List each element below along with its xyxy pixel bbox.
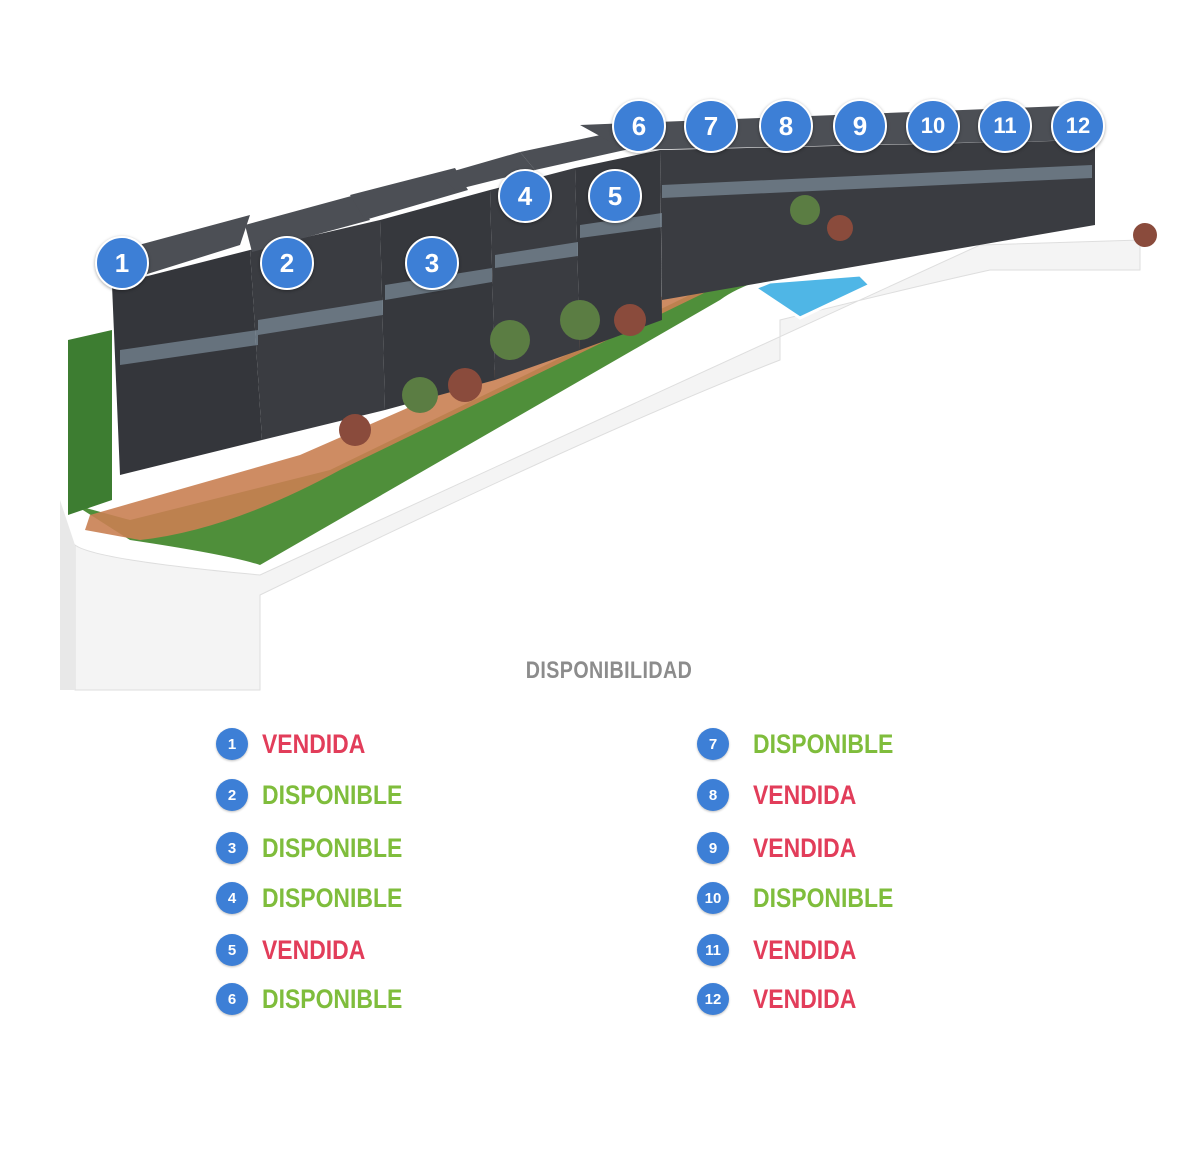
status-label: VENDIDA (753, 779, 857, 810)
unit-badge-1[interactable]: 1 (95, 236, 149, 290)
unit-number-icon: 1 (216, 728, 248, 760)
legend-row-6: 6 DISPONIBLE (216, 981, 427, 1017)
unit-number-icon: 7 (697, 728, 729, 760)
status-label: VENDIDA (262, 728, 366, 759)
legend-row-9: 9 VENDIDA (697, 830, 875, 866)
unit-badge-2[interactable]: 2 (260, 236, 314, 290)
unit-number-icon: 11 (697, 934, 729, 966)
status-label: VENDIDA (753, 983, 857, 1014)
unit-badge-12[interactable]: 12 (1051, 99, 1105, 153)
unit-number-icon: 2 (216, 779, 248, 811)
unit-badge-3[interactable]: 3 (405, 236, 459, 290)
legend-row-1: 1 VENDIDA (216, 726, 384, 762)
legend-row-10: 10 DISPONIBLE (697, 880, 918, 916)
legend-row-4: 4 DISPONIBLE (216, 880, 427, 916)
hedge-left (68, 330, 112, 515)
unit-badge-10[interactable]: 10 (906, 99, 960, 153)
unit-badge-11[interactable]: 11 (978, 99, 1032, 153)
status-label: VENDIDA (262, 934, 366, 965)
unit-badge-9[interactable]: 9 (833, 99, 887, 153)
status-label: DISPONIBLE (262, 832, 403, 863)
unit-number-icon: 12 (697, 983, 729, 1015)
unit-number-icon: 8 (697, 779, 729, 811)
unit-badge-8[interactable]: 8 (759, 99, 813, 153)
trees (339, 195, 1157, 446)
status-label: VENDIDA (753, 832, 857, 863)
legend-row-7: 7 DISPONIBLE (697, 726, 918, 762)
legend-title: DISPONIBILIDAD (525, 657, 693, 684)
status-label: VENDIDA (753, 934, 857, 965)
legend-row-11: 11 VENDIDA (697, 932, 875, 968)
front-wall-shade (60, 500, 75, 690)
status-label: DISPONIBLE (753, 882, 894, 913)
status-label: DISPONIBLE (753, 728, 894, 759)
unit-badge-7[interactable]: 7 (684, 99, 738, 153)
unit-number-icon: 9 (697, 832, 729, 864)
unit-number-icon: 5 (216, 934, 248, 966)
unit-number-icon: 6 (216, 983, 248, 1015)
unit-number-icon: 3 (216, 832, 248, 864)
unit-badge-5[interactable]: 5 (588, 169, 642, 223)
legend-row-2: 2 DISPONIBLE (216, 777, 427, 813)
unit-badge-6[interactable]: 6 (612, 99, 666, 153)
unit-number-icon: 10 (697, 882, 729, 914)
legend-row-12: 12 VENDIDA (697, 981, 875, 1017)
status-label: DISPONIBLE (262, 779, 403, 810)
unit-badge-4[interactable]: 4 (498, 169, 552, 223)
legend-row-5: 5 VENDIDA (216, 932, 384, 968)
legend-row-8: 8 VENDIDA (697, 777, 875, 813)
unit-number-icon: 4 (216, 882, 248, 914)
pool (751, 273, 873, 320)
legend-row-3: 3 DISPONIBLE (216, 830, 427, 866)
status-label: DISPONIBLE (262, 983, 403, 1014)
status-label: DISPONIBLE (262, 882, 403, 913)
